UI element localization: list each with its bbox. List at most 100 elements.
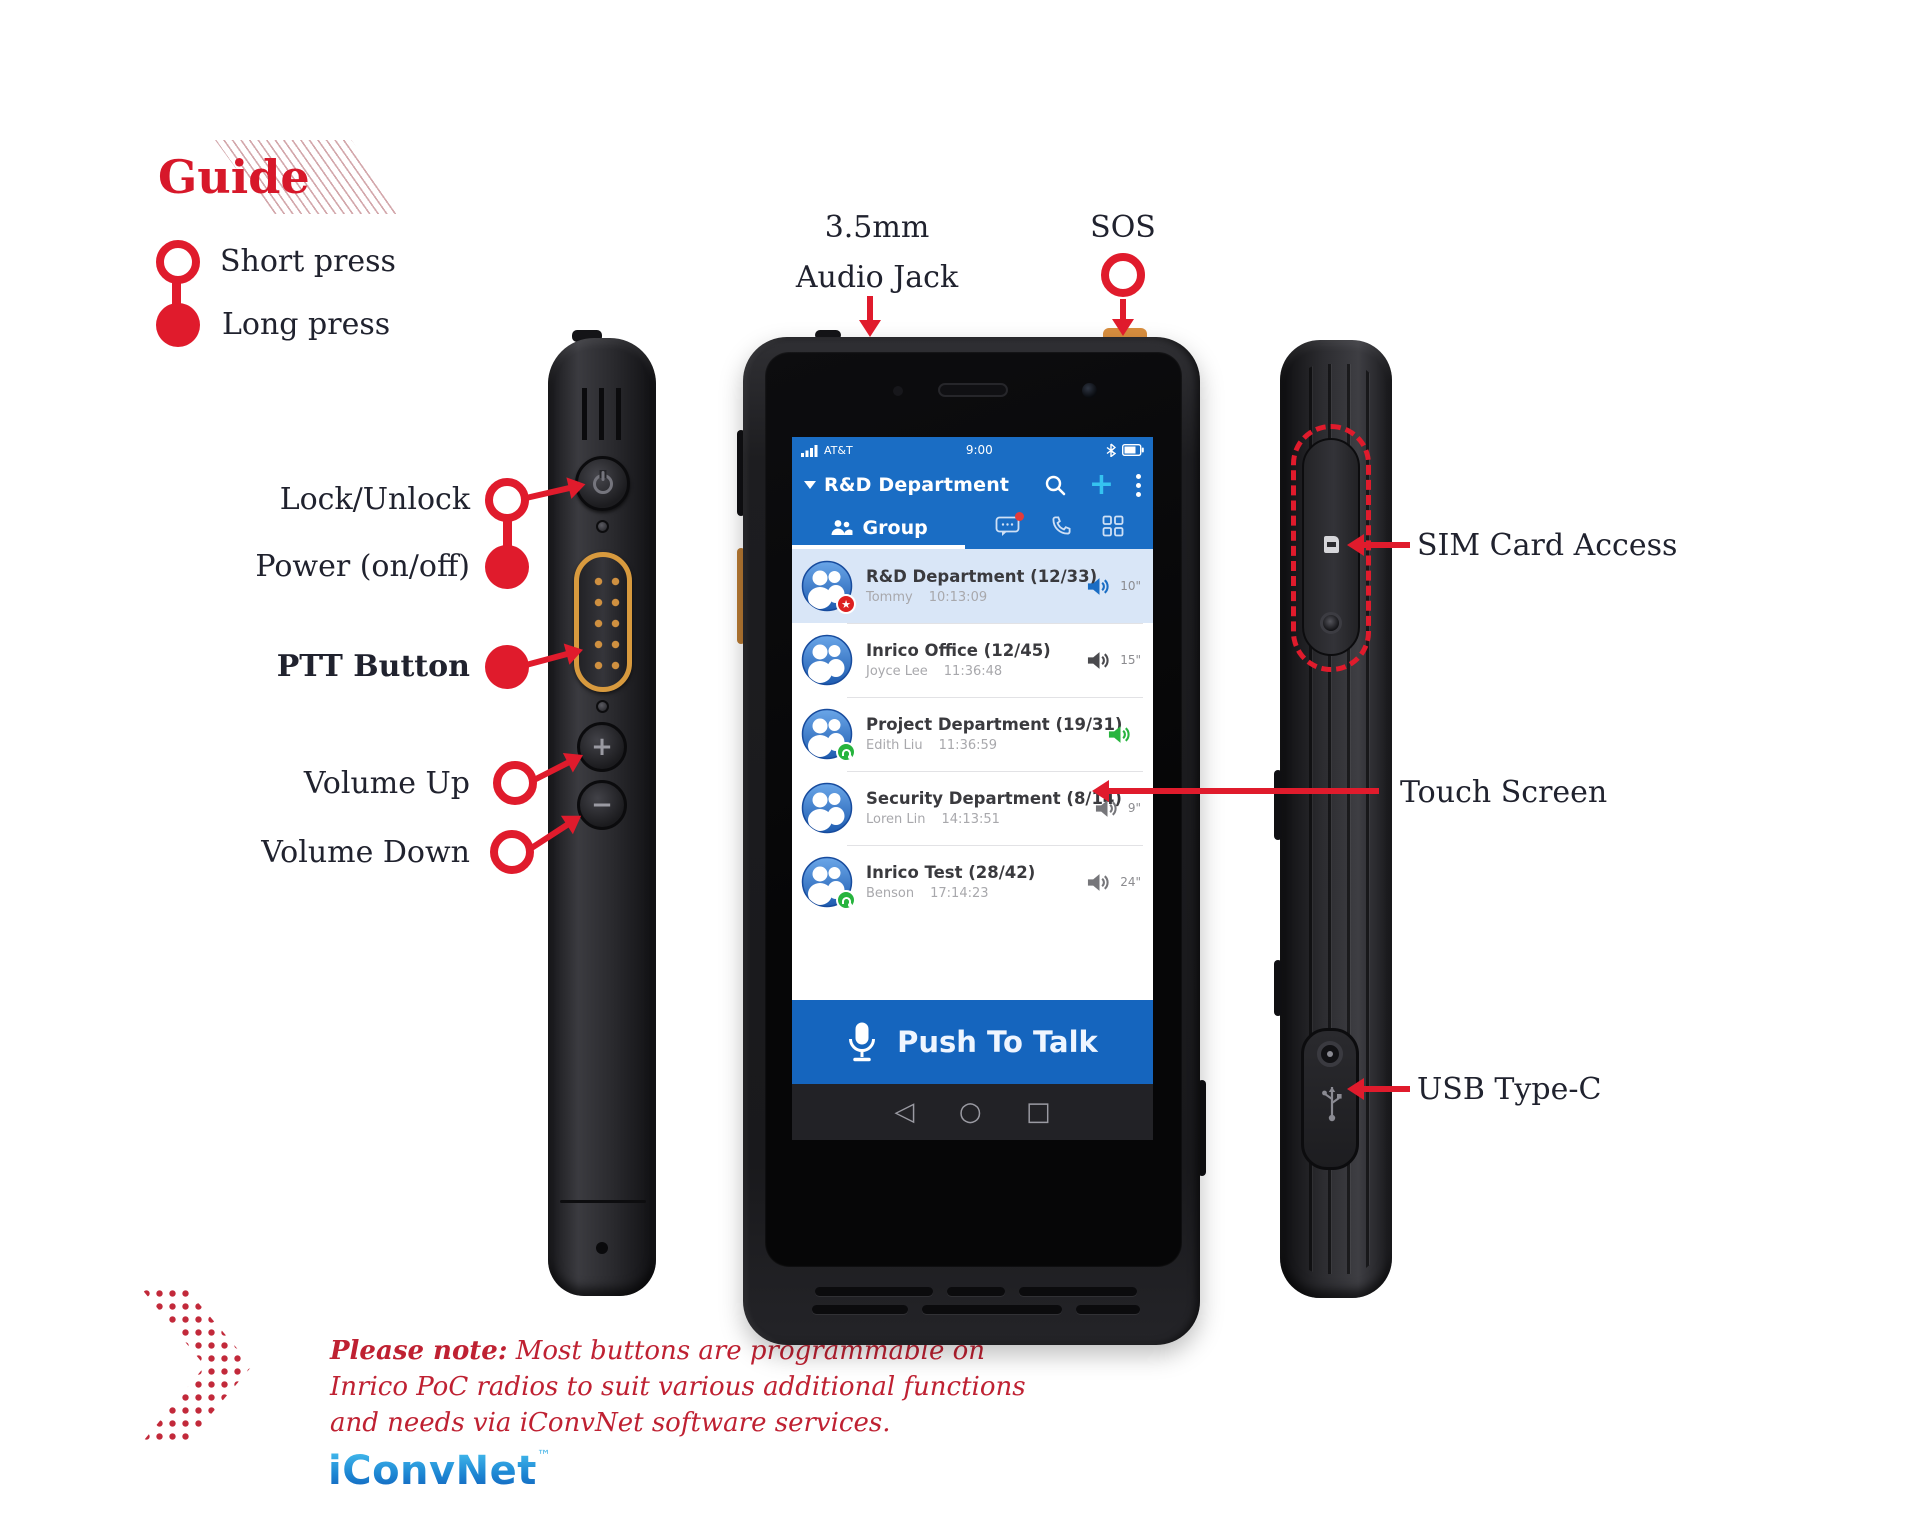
screw-icon	[596, 700, 609, 713]
usb-arrow	[1362, 1086, 1410, 1092]
calls-icon	[1052, 515, 1071, 535]
group-avatar-icon	[801, 782, 853, 834]
row-divider	[847, 771, 1143, 772]
tab-calls[interactable]	[1049, 515, 1072, 542]
group-last-user: Joyce Lee	[866, 664, 928, 679]
star-badge-icon: ★	[836, 594, 856, 614]
chevron-dots-decoration	[140, 1287, 252, 1445]
talk-duration: 10"	[1120, 579, 1141, 593]
add-icon[interactable]: +	[1088, 467, 1114, 502]
short-press-icon	[156, 240, 200, 284]
touch-screen-arrow	[1107, 788, 1379, 794]
talk-duration: 15"	[1120, 653, 1141, 667]
android-nav-bar: ◁ ○ □	[792, 1084, 1153, 1140]
long-press-icon	[156, 303, 200, 347]
row-divider	[847, 845, 1143, 846]
nav-home-icon[interactable]: ○	[958, 1097, 982, 1127]
signal-icon	[801, 444, 818, 457]
lock-power-connector	[503, 518, 512, 550]
tab-messages[interactable]	[995, 511, 1024, 541]
right-edge-button	[1198, 1080, 1206, 1176]
group-tab-label: Group	[862, 517, 928, 539]
left-device-seam	[560, 1200, 646, 1203]
volume-up-short-press-icon	[493, 761, 537, 805]
ptt-dots-texture	[586, 569, 620, 675]
left-device-mic-hole	[596, 1242, 608, 1254]
ptt-button	[574, 552, 632, 692]
speaker-icon	[1088, 651, 1109, 669]
group-avatar-icon	[801, 708, 853, 760]
front-camera	[1082, 383, 1097, 398]
push-to-talk-button[interactable]: Push To Talk	[792, 1000, 1153, 1084]
power-long-press-icon	[485, 545, 529, 589]
row-divider	[847, 623, 1143, 624]
volume-down-label: Volume Down	[261, 835, 470, 870]
group-avatar-icon	[801, 634, 853, 686]
left-edge-button	[737, 430, 745, 516]
group-name: Project Department (19/31)	[866, 715, 1123, 734]
touch-screen: AT&T 9:00 R&D Department	[792, 437, 1153, 1140]
talk-duration: 24"	[1120, 875, 1141, 889]
brand-logo: iConvNet™	[328, 1448, 551, 1494]
search-icon[interactable]	[1044, 474, 1067, 497]
usb-icon	[1322, 1087, 1342, 1122]
headset-badge-icon	[836, 742, 856, 762]
group-last-user: Loren Lin	[866, 812, 926, 827]
active-tab-underline	[792, 545, 966, 549]
volume-up-button: +	[577, 722, 627, 772]
overflow-menu-icon[interactable]	[1136, 473, 1141, 497]
sim-highlight-dashed-oval	[1291, 424, 1371, 672]
sim-icon	[1324, 536, 1339, 553]
tab-apps[interactable]	[1102, 515, 1124, 541]
channel-dropdown-caret-icon[interactable]	[804, 481, 816, 489]
group-last-time: 17:14:23	[930, 886, 989, 901]
group-last-time: 10:13:09	[928, 590, 988, 605]
mic-icon	[849, 1022, 876, 1062]
usb-label: USB Type-C	[1417, 1072, 1602, 1107]
proximity-sensor	[893, 386, 903, 396]
audio-jack-arrow	[867, 296, 873, 322]
talk-duration: 9"	[1127, 801, 1141, 815]
audio-jack-port	[815, 330, 841, 340]
note-line-3: and needs via iConvNet software services…	[330, 1408, 891, 1438]
nav-back-icon[interactable]: ◁	[894, 1097, 915, 1127]
row-divider	[847, 697, 1143, 698]
group-name: Inrico Office (12/45)	[866, 641, 1051, 660]
speaker-icon	[1108, 725, 1130, 743]
sim-card-label: SIM Card Access	[1417, 528, 1678, 563]
sos-arrow	[1120, 299, 1126, 321]
sos-short-press-icon	[1101, 253, 1145, 297]
nav-recents-icon[interactable]: □	[1025, 1097, 1051, 1127]
messages-icon	[995, 516, 1020, 536]
clock: 9:00	[965, 443, 993, 457]
group-tab-icon	[831, 520, 853, 535]
audio-jack-label-line1: 3.5mm	[824, 210, 930, 245]
battery-icon	[1122, 444, 1144, 456]
ptt-long-press-icon	[485, 645, 529, 689]
volume-down-short-press-icon	[490, 830, 534, 874]
audio-jack-label-line2: Audio Jack	[795, 260, 959, 295]
list-item[interactable]: Inrico Test (28/42) Benson 17:14:23 24"	[792, 845, 1153, 919]
page-title: Guide	[158, 150, 310, 204]
left-device-grip-ribs	[570, 388, 632, 440]
group-name: Inrico Test (28/42)	[866, 863, 1036, 882]
tab-group[interactable]: Group	[792, 517, 965, 539]
lock-unlock-label: Lock/Unlock	[279, 482, 470, 517]
touch-screen-label: Touch Screen	[1400, 775, 1608, 810]
carrier-label: AT&T	[824, 443, 853, 457]
group-name: R&D Department (12/33)	[866, 567, 1098, 586]
group-last-user: Benson	[866, 886, 915, 901]
right-device-edge-nub	[1274, 770, 1282, 840]
power-label: Power (on/off)	[255, 549, 470, 584]
right-device-edge-nub	[1274, 960, 1282, 1016]
legend-connector	[172, 280, 181, 312]
current-channel-title[interactable]: R&D Department	[824, 474, 1010, 496]
usb-cover-screw	[1317, 1041, 1343, 1067]
note-prefix: Please note:	[330, 1336, 508, 1366]
brand-logo-text: iConvNet	[328, 1448, 537, 1494]
lock-unlock-short-press-icon	[485, 478, 529, 522]
